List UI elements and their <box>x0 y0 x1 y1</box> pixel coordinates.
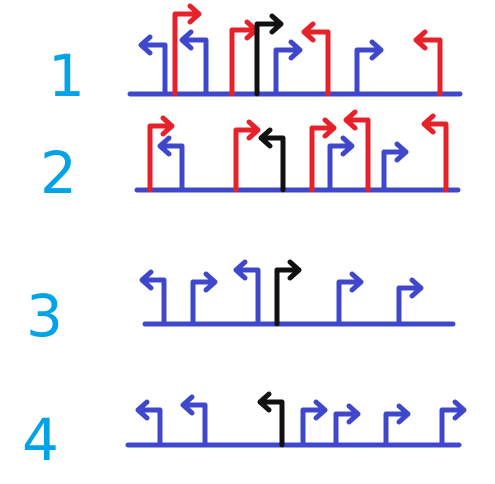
arrow-1-1-blue-left <box>138 34 168 97</box>
arrow-1-5-black-right <box>254 13 284 97</box>
row-number-3: 3 <box>26 282 63 350</box>
arrow-2-8-blue-right <box>381 141 409 193</box>
arrow-3-5-blue-right <box>336 271 364 327</box>
arrow-2-9-red-left <box>421 113 449 193</box>
row-1: 1 <box>48 3 463 110</box>
arrow-1-7-red-left <box>301 21 331 97</box>
arrow-3-4-black-right <box>274 259 302 327</box>
arrow-4-7-blue-right <box>439 399 467 448</box>
row-3-arrows <box>139 259 424 327</box>
arrow-1-3-blue-left <box>179 29 209 97</box>
arrow-2-1-red-right <box>147 115 175 193</box>
row-number-4: 4 <box>22 406 59 474</box>
arrow-1-9-red-left <box>413 29 443 97</box>
arrow-3-3-blue-left <box>233 259 261 327</box>
arrow-1-6-blue-right <box>273 39 303 97</box>
arrow-4-2-blue-left <box>180 394 208 448</box>
arrow-2-4-black-left <box>258 127 286 193</box>
arrow-3-1-blue-left <box>139 269 167 327</box>
arrow-1-4-red-right <box>229 19 259 97</box>
arrow-2-5-red-right <box>309 117 337 193</box>
row-4: 4 <box>22 391 467 474</box>
arrow-2-2-blue-left <box>157 135 185 193</box>
arrow-3-6-blue-right <box>396 277 424 327</box>
arrow-4-1-blue-left <box>135 399 163 448</box>
row-1-arrows <box>138 3 443 97</box>
arrow-2-6-blue-right <box>327 135 355 193</box>
row-3: 3 <box>26 259 456 350</box>
arrow-4-5-blue-right <box>333 403 361 448</box>
arrow-1-8-blue-right <box>354 39 384 97</box>
arrow-4-4-blue-right <box>300 399 328 448</box>
arrow-3-2-blue-right <box>190 271 218 327</box>
arrow-2-7-red-left <box>343 109 371 193</box>
row-2: 2 <box>40 109 461 207</box>
row-2-arrows <box>147 109 449 193</box>
arrow-4-6-blue-right <box>383 403 411 448</box>
row-number-2: 2 <box>40 139 77 207</box>
row-number-1: 1 <box>48 42 85 110</box>
arrow-1-2-red-right <box>172 3 202 97</box>
arrow-2-3-red-right <box>233 119 261 193</box>
arrow-4-3-black-left <box>257 391 285 448</box>
row-4-arrows <box>135 391 467 448</box>
